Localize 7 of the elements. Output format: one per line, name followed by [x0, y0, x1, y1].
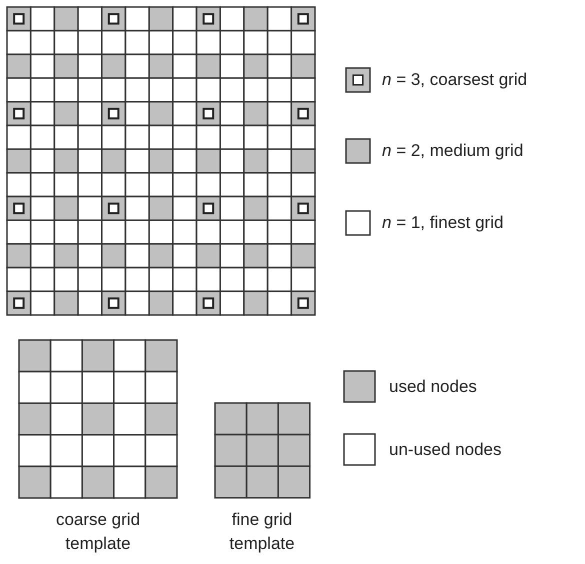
caption: coarse grid template	[54, 509, 142, 555]
legend-label: used nodes	[389, 376, 477, 396]
legend-label: n = 3, coarsest grid	[382, 70, 528, 90]
legend-label: n = 1, finest grid	[382, 213, 504, 233]
caption: fine grid template	[228, 509, 296, 555]
legend-label: n = 2, medium grid	[382, 141, 524, 161]
legend-label: un-used nodes	[389, 440, 502, 460]
